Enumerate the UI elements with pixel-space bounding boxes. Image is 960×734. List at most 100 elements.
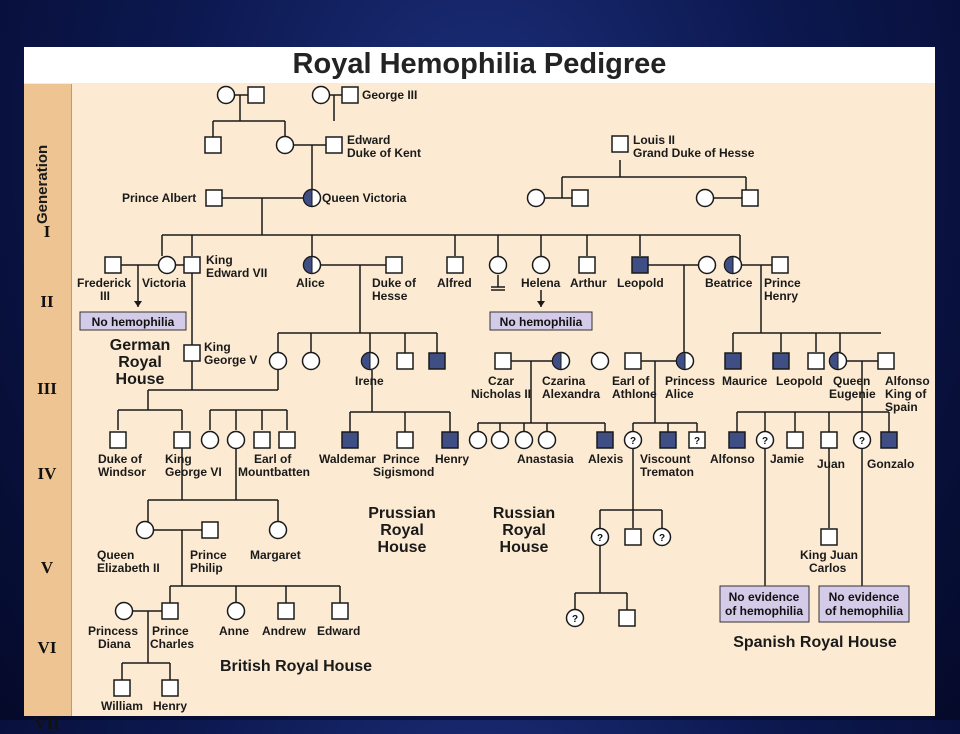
person-leopold-wife bbox=[697, 255, 717, 275]
label-queen-elizabeth-2: Elizabeth II bbox=[97, 561, 160, 575]
label-king-edward-2: Edward VII bbox=[206, 266, 267, 280]
female-circle-icon bbox=[623, 430, 643, 450]
person-albert-parent bbox=[204, 136, 222, 154]
person-athlone-great-grandchild-2 bbox=[618, 609, 636, 627]
label-prince-philip-2: Philip bbox=[190, 561, 223, 575]
label-prince-albert: Prince Albert bbox=[122, 191, 196, 205]
carrier-half-fill-icon bbox=[303, 188, 313, 208]
male-square-icon bbox=[205, 189, 223, 207]
label-william: William bbox=[101, 699, 143, 713]
male-square-icon bbox=[331, 602, 349, 620]
note-no-evidence-1b: of hemophilia bbox=[725, 604, 803, 618]
person-alexis bbox=[596, 431, 614, 449]
label-prince-philip-1: Prince bbox=[190, 548, 227, 562]
person-alfonso bbox=[728, 431, 746, 449]
female-circle-icon bbox=[157, 255, 177, 275]
label-henry-vii: Henry bbox=[153, 699, 187, 713]
person-athlone-great-grandchild-1: ? bbox=[565, 608, 585, 628]
label-victoria: Victoria bbox=[142, 276, 186, 290]
label-king-george-vi-2: George VI bbox=[165, 465, 222, 479]
generation-v: V bbox=[40, 558, 54, 577]
note-box-german bbox=[79, 311, 187, 331]
label-czarina-2: Alexandra bbox=[542, 387, 600, 401]
label-leopold: Leopold bbox=[617, 276, 664, 290]
male-square-icon bbox=[624, 352, 642, 370]
person-princess-diana bbox=[114, 601, 134, 621]
person-queen-victoria bbox=[302, 188, 322, 208]
affected-male-square-icon bbox=[341, 431, 359, 449]
person-george-iii-wife bbox=[216, 85, 236, 105]
arrow-icon bbox=[134, 301, 142, 307]
person-victoria-mother bbox=[275, 135, 295, 155]
female-circle-icon bbox=[226, 601, 246, 621]
male-square-icon bbox=[820, 431, 838, 449]
generation-iv: IV bbox=[37, 464, 57, 483]
carrier-half-fill-icon bbox=[676, 351, 686, 371]
affected-male-square-icon bbox=[428, 352, 446, 370]
unknown-status-question-mark: ? bbox=[859, 436, 865, 447]
person-hesse-son-2 bbox=[741, 189, 759, 207]
label-prince-charles-2: Charles bbox=[150, 637, 194, 651]
label-king-george-v-2: George V bbox=[204, 353, 257, 367]
person-hesse-son-ernst bbox=[396, 352, 414, 370]
person-louis-ii bbox=[611, 135, 629, 153]
person-edward bbox=[331, 602, 349, 620]
label-duke-windsor-1: Duke of bbox=[98, 452, 143, 466]
label-duke-windsor-2: Windsor bbox=[98, 465, 146, 479]
person-prince-henry bbox=[771, 256, 789, 274]
generation-strip: Generation I II III IV V VI VII bbox=[24, 84, 72, 733]
male-square-icon bbox=[611, 135, 629, 153]
affected-male-square-icon bbox=[596, 431, 614, 449]
person-princess-alice bbox=[675, 351, 695, 371]
affected-male-square-icon bbox=[772, 352, 790, 370]
label-anastasia: Anastasia bbox=[517, 452, 574, 466]
person-waldemar bbox=[341, 431, 359, 449]
female-circle-icon bbox=[275, 135, 295, 155]
person-beatrice bbox=[723, 255, 743, 275]
female-circle-icon bbox=[697, 255, 717, 275]
label-czar-2: Nicholas II bbox=[471, 387, 531, 401]
person-helena bbox=[531, 255, 551, 275]
female-circle-icon bbox=[514, 430, 534, 450]
carrier-half-fill-icon bbox=[724, 255, 734, 275]
female-circle-icon bbox=[114, 601, 134, 621]
person-czarina-alexandra bbox=[551, 351, 571, 371]
person-hesse-son-1 bbox=[571, 189, 589, 207]
male-square-icon bbox=[173, 431, 191, 449]
person-earl-of-athlone bbox=[624, 352, 642, 370]
label-anne: Anne bbox=[219, 624, 249, 638]
affected-male-square-icon bbox=[724, 352, 742, 370]
house-german-1: German bbox=[110, 337, 170, 354]
label-prince-charles-1: Prince bbox=[152, 624, 189, 638]
male-square-icon bbox=[385, 256, 403, 274]
female-circle-icon bbox=[226, 430, 246, 450]
male-square-icon bbox=[278, 431, 296, 449]
female-circle-icon bbox=[135, 520, 155, 540]
house-spanish: Spanish Royal House bbox=[733, 634, 897, 651]
label-alfonso: Alfonso bbox=[710, 452, 755, 466]
generation-vi: VI bbox=[37, 638, 57, 657]
label-prince-sigismond-2: Sigismond bbox=[373, 465, 434, 479]
female-circle-icon bbox=[590, 351, 610, 371]
label-princess-alice-2: Alice bbox=[665, 387, 694, 401]
female-circle-icon bbox=[490, 430, 510, 450]
label-queen-eugenie-1: Queen bbox=[833, 374, 870, 388]
person-prince-sigismond bbox=[396, 431, 414, 449]
label-andrew: Andrew bbox=[262, 624, 307, 638]
label-juan: Juan bbox=[817, 457, 845, 471]
female-circle-icon bbox=[488, 255, 508, 275]
person-frederick-iii bbox=[104, 256, 122, 274]
person-prince-charles bbox=[161, 602, 179, 620]
label-king-george-vi-1: King bbox=[165, 452, 192, 466]
male-square-icon bbox=[688, 431, 706, 449]
person-king-george-v bbox=[183, 344, 201, 362]
male-square-icon bbox=[396, 352, 414, 370]
unknown-status-question-mark: ? bbox=[572, 614, 578, 625]
affected-male-square-icon bbox=[659, 431, 677, 449]
person-henry-prussia bbox=[441, 431, 459, 449]
female-circle-icon bbox=[268, 520, 288, 540]
label-edward: Edward bbox=[317, 624, 360, 638]
affected-male-square-icon bbox=[728, 431, 746, 449]
male-square-icon bbox=[325, 136, 343, 154]
